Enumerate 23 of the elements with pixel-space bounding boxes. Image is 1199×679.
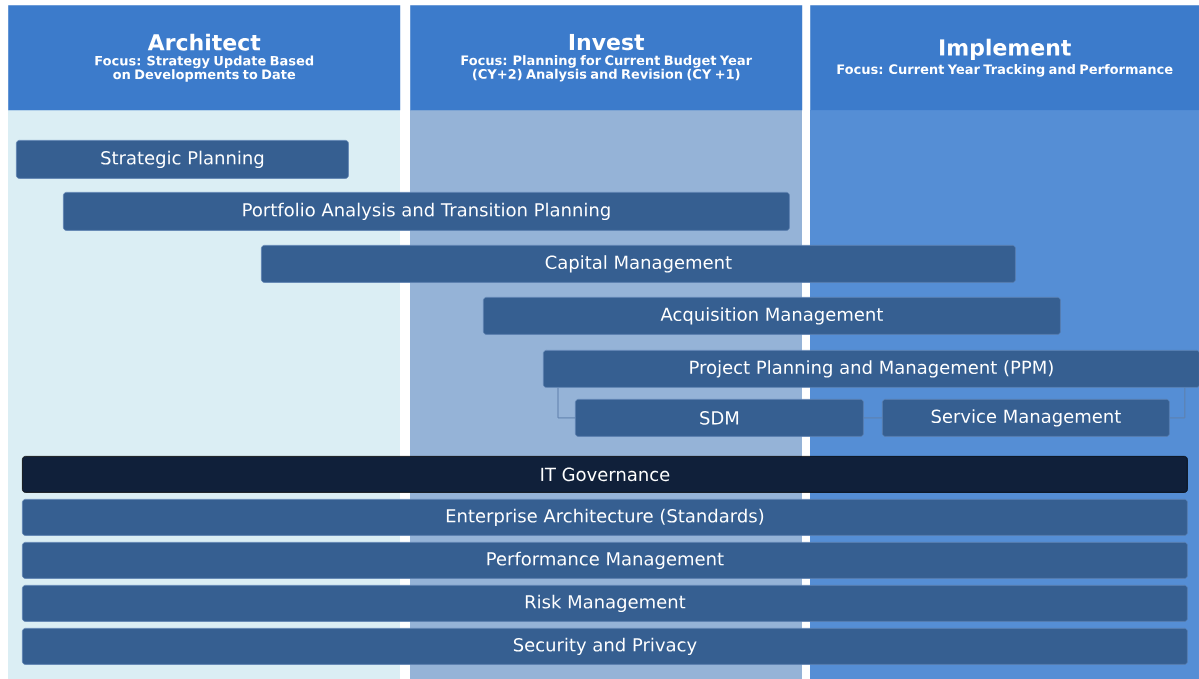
process-bar: Security and Privacy (22, 628, 1188, 665)
focus-text: Focus: Planning for Current Budget Year (CY+2) Analysis and Revision (CY +1) (461, 55, 753, 82)
process-bar: Performance Management (22, 542, 1188, 579)
process-bar: Risk Management (22, 585, 1188, 622)
process-bar: SDM (575, 399, 864, 437)
process-bar: Project Planning and Management (PPM) (543, 350, 1199, 388)
column-title: Architect (147, 33, 261, 51)
focus-text: Focus: Current Year Tracking and Performance (837, 64, 1173, 77)
process-bar: Capital Management (261, 245, 1016, 283)
column-title: Invest (569, 33, 645, 51)
process-bar: Service Management (882, 399, 1170, 437)
connector-line (557, 387, 576, 419)
process-bar: Acquisition Management (483, 297, 1061, 335)
column-header (8, 5, 401, 111)
process-bar: Strategic Planning (16, 140, 349, 179)
column-header (810, 5, 1199, 111)
process-bar: IT Governance (22, 456, 1188, 493)
connector-line (1169, 387, 1186, 419)
focus-text: Focus: Strategy Update Based on Developments to Date (95, 55, 314, 82)
column-title: Implement (940, 38, 1071, 60)
column-header (410, 5, 803, 111)
process-bar: Portfolio Analysis and Transition Planning (63, 192, 790, 231)
process-bar: Enterprise Architecture (Standards) (22, 499, 1188, 536)
